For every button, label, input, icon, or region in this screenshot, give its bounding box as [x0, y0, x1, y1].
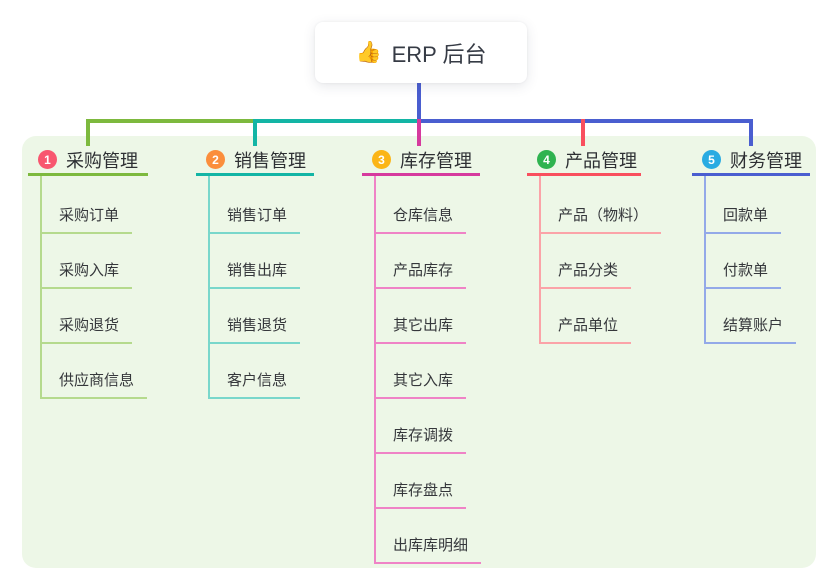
child-node[interactable]: 其它入库 [376, 344, 467, 399]
children-list: 销售订单销售出库销售退货客户信息 [208, 176, 314, 399]
child-node[interactable]: 结算账户 [706, 289, 797, 344]
child-node[interactable]: 销售订单 [210, 179, 301, 234]
badge-1: 1 [38, 150, 57, 169]
badge-4: 4 [537, 150, 556, 169]
branch-column-inventory: 3 库存管理 仓库信息产品库存其它出库其它入库库存调拨库存盘点出库库明细 [362, 146, 482, 564]
branches-panel [22, 136, 816, 568]
child-node[interactable]: 客户信息 [210, 344, 301, 399]
badge-3: 3 [372, 150, 391, 169]
connector-drop-sales [253, 119, 257, 146]
branch-column-product: 4 产品管理 产品（物料）产品分类产品单位 [527, 146, 662, 344]
child-node[interactable]: 采购入库 [42, 234, 133, 289]
children-list: 采购订单采购入库采购退货供应商信息 [40, 176, 148, 399]
child-node[interactable]: 库存调拨 [376, 399, 467, 454]
branch-header-inventory[interactable]: 3 库存管理 [362, 146, 480, 176]
branch-header-sales[interactable]: 2 销售管理 [196, 146, 314, 176]
child-node[interactable]: 仓库信息 [376, 179, 467, 234]
branch-header-product[interactable]: 4 产品管理 [527, 146, 641, 176]
branch-label: 销售管理 [234, 150, 306, 171]
child-node[interactable]: 其它出库 [376, 289, 467, 344]
branch-header-purchase[interactable]: 1 采购管理 [28, 146, 148, 176]
branch-column-purchase: 1 采购管理 采购订单采购入库采购退货供应商信息 [28, 146, 148, 399]
connector-horizontal-purchase [86, 119, 255, 123]
connector-drop-product [581, 119, 585, 146]
connector-horizontal-finance [419, 119, 752, 123]
child-node[interactable]: 回款单 [706, 179, 782, 234]
branch-label: 产品管理 [565, 150, 637, 171]
child-node[interactable]: 产品分类 [541, 234, 632, 289]
connector-drop-finance [749, 119, 753, 146]
branch-header-finance[interactable]: 5 财务管理 [692, 146, 810, 176]
child-node[interactable]: 产品库存 [376, 234, 467, 289]
child-node[interactable]: 付款单 [706, 234, 782, 289]
branch-column-sales: 2 销售管理 销售订单销售出库销售退货客户信息 [196, 146, 314, 399]
child-node[interactable]: 销售退货 [210, 289, 301, 344]
branch-column-finance: 5 财务管理 回款单付款单结算账户 [692, 146, 810, 344]
badge-2: 2 [206, 150, 225, 169]
child-node[interactable]: 库存盘点 [376, 454, 467, 509]
children-list: 产品（物料）产品分类产品单位 [539, 176, 662, 344]
root-node[interactable]: 👍 ERP 后台 [315, 22, 527, 83]
connector-drop-purchase [86, 119, 90, 146]
root-connector-line [417, 83, 421, 121]
child-node[interactable]: 供应商信息 [42, 344, 148, 399]
child-node[interactable]: 产品单位 [541, 289, 632, 344]
child-node[interactable]: 销售出库 [210, 234, 301, 289]
branch-label: 财务管理 [730, 150, 802, 171]
branch-label: 库存管理 [400, 150, 472, 171]
children-list: 仓库信息产品库存其它出库其它入库库存调拨库存盘点出库库明细 [374, 176, 482, 564]
children-list: 回款单付款单结算账户 [704, 176, 810, 344]
root-label: ERP 后台 [391, 41, 487, 67]
connector-drop-inventory [417, 119, 421, 146]
child-node[interactable]: 产品（物料） [541, 179, 662, 234]
branch-label: 采购管理 [66, 150, 138, 171]
child-node[interactable]: 出库库明细 [376, 509, 482, 564]
thumbs-up-icon: 👍 [355, 40, 382, 64]
connector-horizontal-sales [253, 119, 419, 123]
child-node[interactable]: 采购订单 [42, 179, 133, 234]
badge-5: 5 [702, 150, 721, 169]
child-node[interactable]: 采购退货 [42, 289, 133, 344]
